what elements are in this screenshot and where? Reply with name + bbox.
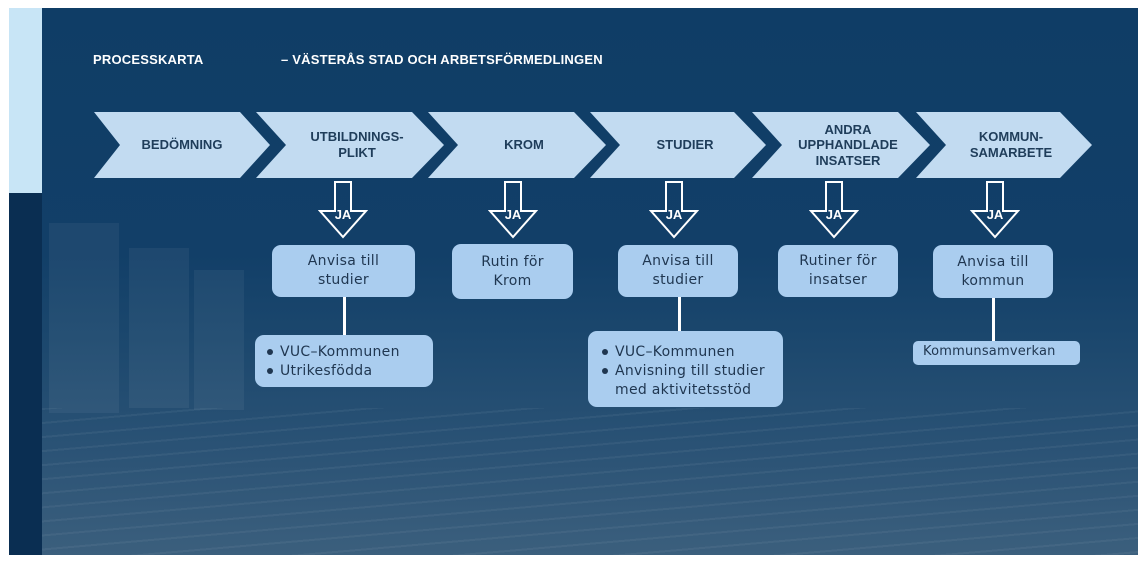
chevron-shape [916,112,1092,178]
list-item: VUC–Kommunen [263,343,433,362]
detail-box-utbildningsplikt: VUC–Kommunen Utrikesfödda [255,335,433,387]
down-arrow-icon [317,181,369,239]
detail-box-kommunsamverkan: Kommunsamverkan [913,341,1080,365]
process-step-label: STUDIER [656,137,714,153]
down-arrow-icon [808,181,860,239]
down-arrow-icon [969,181,1021,239]
left-accent-bar-dark [9,193,42,555]
process-step-utbildningsplikt: UTBILDNINGS-PLIKT [256,112,444,178]
list-item: Utrikesfödda [263,362,433,381]
process-step-label: KOMMUN-SAMARBETE [969,129,1053,160]
ja-label: JA [334,207,352,222]
ja-down-arrow-1: JA [317,181,369,239]
background-deck [42,408,1138,555]
page-subtitle: – VÄSTERÅS STAD OCH ARBETSFÖRMEDLINGEN [281,52,603,67]
connector-line [678,297,681,332]
chevron-shape [428,112,606,178]
background-building [129,248,189,408]
connector-line [992,298,995,341]
down-arrow-icon [487,181,539,239]
page-title: PROCESSKARTA [93,52,204,67]
list-item: VUC–Kommunen [598,343,783,362]
ja-down-arrow-4: JA [808,181,860,239]
ja-label: JA [986,207,1004,222]
down-arrow-icon [648,181,700,239]
process-step-label: UTBILDNINGS-PLIKT [310,129,404,160]
process-step-kommunsamarbete: KOMMUN-SAMARBETE [916,112,1092,178]
process-step-bedomning: BEDÖMNING [94,112,270,178]
process-step-krom: KROM [428,112,606,178]
ja-down-arrow-5: JA [969,181,1021,239]
background-building [194,270,244,410]
chevron-shape [590,112,766,178]
ja-down-arrow-3: JA [648,181,700,239]
background-building [49,223,119,413]
chevron-shape [94,112,270,178]
left-accent-bar-light [9,8,42,193]
chevron-shape [752,112,930,178]
connector-line [343,297,346,335]
process-step-studier: STUDIER [590,112,766,178]
ja-label: JA [825,207,843,222]
ja-down-arrow-2: JA [487,181,539,239]
process-step-label: BEDÖMNING [141,137,223,153]
ja-label: JA [665,207,683,222]
chevron-shape [256,112,444,178]
process-step-label: KROM [504,137,544,153]
ja-label: JA [504,207,522,222]
